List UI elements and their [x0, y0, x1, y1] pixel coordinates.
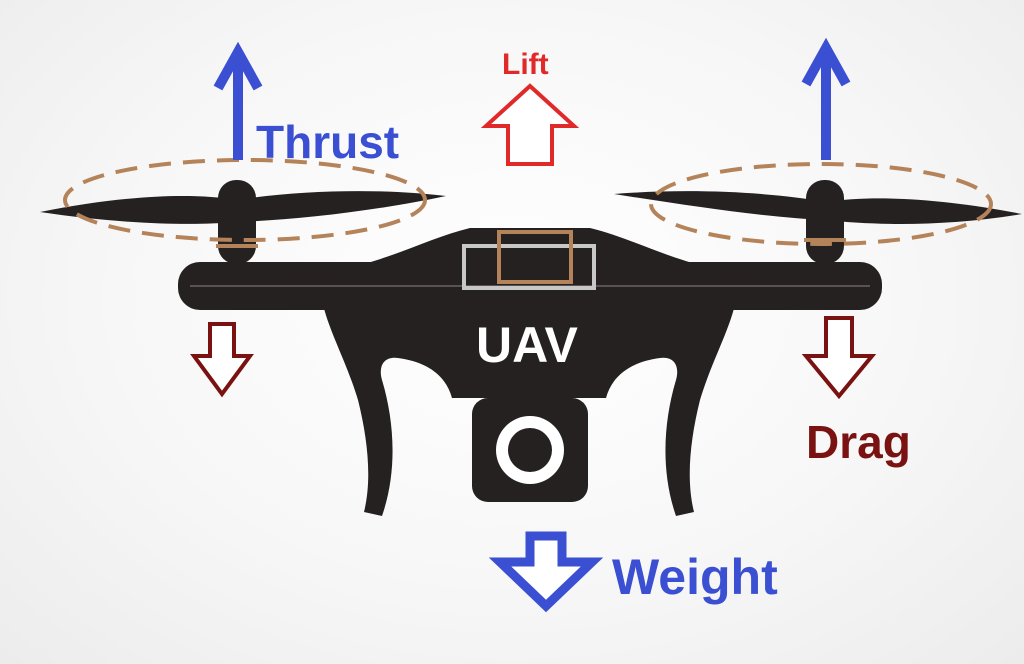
drone-body	[322, 300, 736, 516]
sensor-outline	[462, 244, 596, 290]
drone-top	[300, 228, 760, 276]
drag-arrow-left	[190, 322, 254, 398]
left-motor	[218, 180, 256, 264]
drag-label: Drag	[806, 416, 911, 468]
uav-label: UAV	[476, 317, 579, 373]
thrust-arrow-left	[213, 41, 263, 160]
arrow-up-icon	[480, 83, 580, 166]
right-motor	[806, 180, 844, 264]
right-rotor-ring	[649, 162, 993, 246]
camera-icon	[496, 416, 564, 484]
weight-label: Weight	[612, 549, 778, 605]
left-rotor-ring	[63, 158, 427, 242]
sensor-box	[497, 230, 573, 284]
drag-arrow-right	[801, 316, 877, 400]
thrust-label: Thrust	[256, 116, 399, 168]
thrust-arrow-right	[801, 37, 851, 160]
arrow-down-icon	[488, 531, 604, 613]
lift-label: Lift	[502, 48, 549, 81]
